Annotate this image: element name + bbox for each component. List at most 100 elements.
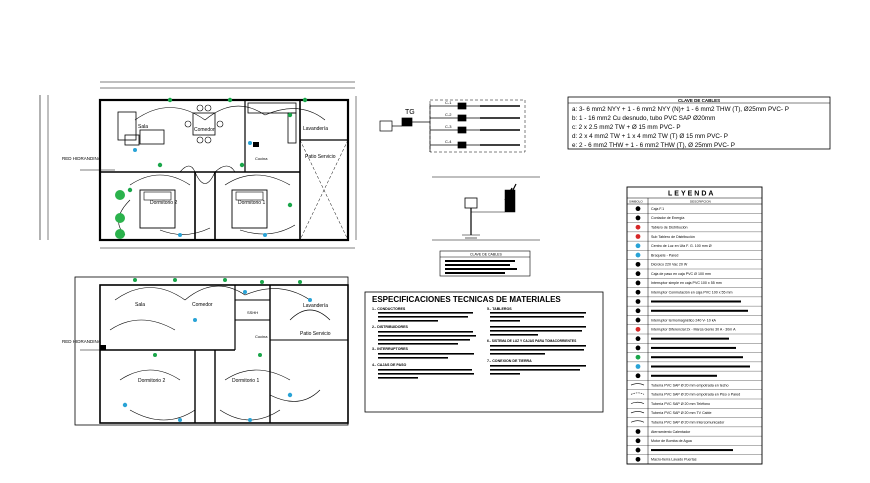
legend-item-label: Tubería PVC SAP Ø 20 mm empotrada en tec… bbox=[651, 383, 729, 387]
legend-item-label: Tubería PVC SAP Ø 20 mm Intercomunicador bbox=[651, 421, 725, 425]
legend-item-label: Braquete - Pared bbox=[651, 253, 678, 257]
legend-item-placeholder bbox=[651, 300, 741, 303]
legend-symbol-icon bbox=[635, 243, 641, 249]
small-cable-key-title: CLAVE DE CABLES bbox=[470, 253, 503, 257]
legend-item-label: Centro de Luz en Ufa F. G. 100 mm Ø bbox=[651, 244, 712, 248]
legend-item-placeholder bbox=[651, 346, 736, 349]
specs-left-heading-1: 1.- CONDUCTORES bbox=[372, 307, 406, 311]
cable-key-row-c: c: 2 x 2.5 mm2 TW + Ø 15 mm PVC- P bbox=[572, 124, 681, 131]
tg-single-line-diagram bbox=[379, 99, 526, 153]
legend-symbol-icon bbox=[630, 420, 645, 423]
legend-symbol-icon bbox=[635, 206, 641, 212]
tg-title: TG bbox=[405, 109, 415, 116]
legend-col-symbol: SIMBOLO bbox=[629, 200, 643, 204]
legend-symbol-icon bbox=[630, 401, 645, 404]
legend-item-label: Caja F.1 bbox=[651, 207, 664, 211]
legend-symbol-icon bbox=[630, 411, 645, 414]
specs-box bbox=[364, 291, 604, 413]
cable-key-row-d: d: 2 x 4 mm2 TW + 1 x 4 mm2 TW (T) Ø 15 … bbox=[572, 133, 728, 140]
plan-top-red-label: RED HIDRANDINA bbox=[62, 156, 101, 161]
plan-top-light-fixtures bbox=[115, 97, 308, 239]
legend-symbol-icon bbox=[635, 354, 641, 360]
cable-key-table bbox=[567, 96, 831, 150]
legend-symbol-icon bbox=[635, 438, 641, 444]
legend-symbol-icon bbox=[635, 280, 641, 286]
specs-title: ESPECIFICACIONES TECNICAS DE MATERIALES bbox=[372, 295, 561, 304]
cable-key-row-a: a: 3- 6 mm2 NYY + 1 - 6 mm2 NYY (N)+ 1 -… bbox=[572, 106, 789, 113]
legend-item-label: Dicroico 220 Vac 20 W bbox=[651, 263, 688, 267]
plan-top-room-patio: Patio Servicio bbox=[305, 154, 336, 160]
legend-symbol-icon bbox=[635, 456, 641, 462]
legend-symbol-icon bbox=[630, 392, 645, 395]
legend-item-label: Sub Tablero de Distribución bbox=[651, 235, 695, 239]
legend-symbol-icon bbox=[635, 215, 641, 221]
specs-left-column: 1.- CONDUCTORES 2.- DISTRIBUIDORES 3.- I… bbox=[372, 307, 476, 379]
tg-circuit-c1: C-1 bbox=[445, 100, 452, 105]
legend-symbol-icon bbox=[635, 336, 641, 342]
legend-item-placeholder bbox=[651, 365, 750, 368]
specs-left-heading-2: 2.- DISTRIBUIDORES bbox=[372, 325, 409, 329]
plan-top-room-lavanderia: Lavandería bbox=[303, 126, 328, 132]
legend-symbol-icon bbox=[635, 429, 641, 434]
plan-top-room-dorm2: Dormitorio 2 bbox=[150, 200, 177, 206]
plan-bottom-room-lavanderia: Lavandería bbox=[303, 303, 328, 309]
legend-col-desc: DESCRIPCION bbox=[690, 200, 711, 204]
legend-item-label: Interruptor Diferencial 2x - Marca Genio… bbox=[651, 328, 736, 332]
specs-right-heading-5: 5.- TABLEROS bbox=[487, 307, 512, 311]
plan-top-room-cocina: Cocina bbox=[255, 156, 268, 161]
plan-bottom-room-dorm2: Dormitorio 2 bbox=[138, 378, 165, 384]
legend-symbol-icon bbox=[630, 383, 645, 386]
legend-symbol-icon bbox=[635, 364, 641, 369]
legend-item-label: Tubería PVC SAP Ø 20 mm empotrada en Pis… bbox=[651, 393, 740, 397]
legend-symbol-icon bbox=[635, 252, 641, 258]
legend-symbol-icon bbox=[635, 234, 641, 239]
legend-item-label: Tubería PVC SAP Ø 20 mm TV Cable bbox=[651, 411, 711, 415]
legend-symbol-icon bbox=[635, 447, 641, 453]
plan-top-room-sala: Sala bbox=[138, 124, 148, 130]
specs-left-heading-3: 3.- INTERRUPTORES bbox=[372, 347, 408, 351]
legend-item-label: Tablero de Distribución bbox=[651, 226, 688, 230]
legend-item-placeholder bbox=[651, 374, 717, 377]
legend-item-placeholder bbox=[651, 449, 733, 452]
specs-right-heading-6: 6.- SISTEMA DE LUZ Y CAJAS PARA TOMACORR… bbox=[487, 339, 577, 343]
tg-circuit-c3: C-3 bbox=[445, 124, 452, 129]
plan-bottom-room-patio: Patio Servicio bbox=[300, 331, 331, 337]
legend-title: LEYENDA bbox=[668, 191, 715, 198]
legend-symbol-icon bbox=[635, 345, 641, 351]
cable-key-row-e: e: 2 - 6 mm2 THW + 1 - 6 mm2 THW (T), Ø … bbox=[572, 142, 735, 149]
cable-key-row-b: b: 1 - 16 mm2 Cu desnudo, tubo PVC SAP Ø… bbox=[572, 115, 715, 122]
specs-left-heading-4: 4.- CAJAS DE PASO bbox=[372, 363, 406, 367]
plan-top-room-comedor: Comedor bbox=[194, 127, 215, 133]
legend-item-label: Caja de paso en caja PVC Ø 100 mm bbox=[651, 272, 711, 276]
legend-symbol-icon bbox=[635, 299, 641, 304]
small-cable-key bbox=[439, 250, 531, 277]
grounding-detail bbox=[432, 176, 540, 241]
legend-symbol-icon bbox=[635, 373, 641, 379]
plan-bottom-room-sala: Sala bbox=[135, 302, 145, 308]
tg-circuit-c4: C-4 bbox=[445, 139, 452, 144]
legend-item-label: Contador de Energía bbox=[651, 216, 684, 220]
legend-item-label: Interruptor termomagnético 240 V- 10 kA bbox=[651, 318, 717, 322]
legend-item-label: Interruptor simple en caja PVC 100 x 55 … bbox=[651, 281, 722, 285]
plan-top-room-dorm1: Dormitorio 1 bbox=[238, 200, 265, 206]
plan-bottom-room-comedor: Comedor bbox=[192, 302, 213, 308]
specs-right-heading-7: 7.- CONEXION DE TIERRA bbox=[487, 359, 532, 363]
legend-item-label: Aterramiento Calentador bbox=[651, 430, 691, 434]
legend-symbol-icon bbox=[635, 326, 641, 332]
legend-symbol-icon bbox=[635, 308, 641, 314]
legend-item-placeholder bbox=[651, 337, 729, 340]
plan-bottom-room-cocina: Cocina bbox=[255, 334, 268, 339]
tg-circuit-c2: C-2 bbox=[445, 112, 452, 117]
plan-bottom-red-label: RED HIDRANDINA bbox=[62, 339, 101, 344]
legend-symbol-icon bbox=[635, 271, 641, 277]
legend-symbol-icon bbox=[635, 261, 641, 267]
legend-item-placeholder bbox=[651, 309, 748, 312]
legend-item-label: Motor de Bomba de Agua bbox=[651, 439, 692, 443]
plan-bottom-room-sshh: SSHH bbox=[247, 310, 258, 315]
legend-item-label: Tubería PVC SAP Ø 20 mm Teléfono bbox=[651, 402, 710, 406]
floor-plan-top bbox=[39, 81, 357, 249]
specs-right-column: 5.- TABLEROS 6.- SISTEMA DE LUZ Y CAJAS … bbox=[487, 307, 586, 375]
plan-bottom-room-dorm1: Dormitorio 1 bbox=[232, 378, 259, 384]
